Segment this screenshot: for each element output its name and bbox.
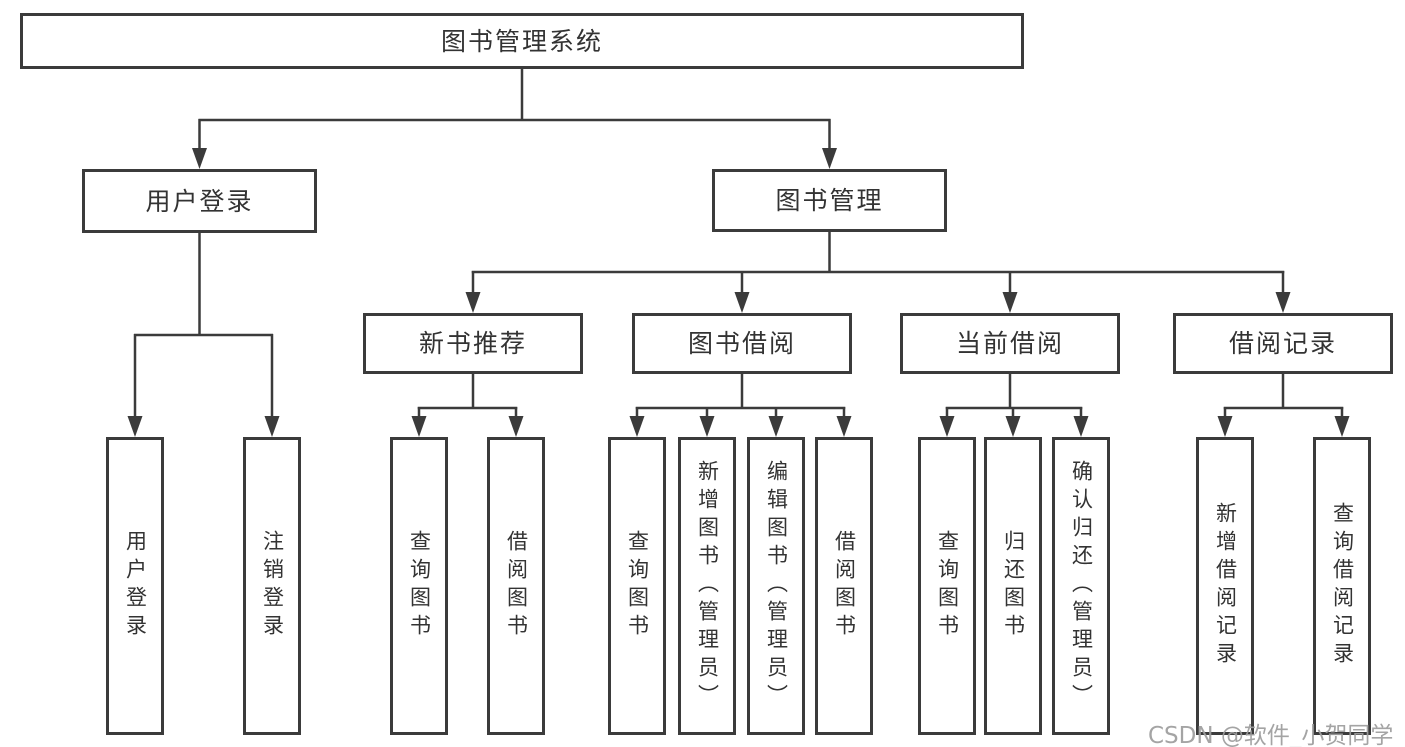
node-book-borrowing: 图书借阅 xyxy=(632,313,852,374)
node-new-book-recommendation: 新书推荐 xyxy=(363,313,583,374)
leaf-query-books: 查询图书 xyxy=(608,437,666,735)
node-borrowing-records: 借阅记录 xyxy=(1173,313,1393,374)
node-current-borrowing: 当前借阅 xyxy=(900,313,1120,374)
leaf-add-book-admin: 新增图书（管理员） xyxy=(678,437,736,735)
leaf-label: 确认归还（管理员） xyxy=(1069,460,1094,712)
node-label: 图书管理 xyxy=(775,186,884,215)
csdn-watermark: CSDN @软件_小贺同学 xyxy=(1148,723,1394,747)
connector-bookmgmt-to-level3 xyxy=(465,232,1291,313)
leaf-logout: 注销登录 xyxy=(243,437,301,735)
connector-root-to-level2 xyxy=(192,69,837,169)
node-label: 图书管理系统 xyxy=(440,26,603,56)
leaf-user-login: 用户登录 xyxy=(106,437,164,735)
connector-bookborrow-to-leaves xyxy=(629,374,852,437)
node-book-management: 图书管理 xyxy=(712,169,947,232)
leaf-query-books: 查询图书 xyxy=(918,437,976,735)
leaf-label: 查询借阅记录 xyxy=(1330,502,1355,670)
leaf-label: 注销登录 xyxy=(260,530,285,642)
leaf-label: 查询图书 xyxy=(625,530,650,642)
leaf-label: 用户登录 xyxy=(123,530,148,642)
node-library-management-system: 图书管理系统 xyxy=(20,13,1024,69)
leaf-label: 借阅图书 xyxy=(504,530,529,642)
leaf-label: 归还图书 xyxy=(1001,530,1026,642)
leaf-confirm-return-admin: 确认归还（管理员） xyxy=(1052,437,1110,735)
connector-records-to-leaves xyxy=(1217,374,1350,437)
leaf-label: 新增图书（管理员） xyxy=(695,460,720,712)
leaf-return-book: 归还图书 xyxy=(984,437,1042,735)
leaf-borrow-books: 借阅图书 xyxy=(815,437,873,735)
leaf-edit-book-admin: 编辑图书（管理员） xyxy=(747,437,805,735)
leaf-label: 查询图书 xyxy=(407,530,432,642)
node-user-login: 用户登录 xyxy=(82,169,317,233)
node-label: 借阅记录 xyxy=(1228,329,1337,358)
connector-currentborrow-to-leaves xyxy=(939,374,1089,437)
node-label: 当前借阅 xyxy=(955,329,1064,358)
leaf-label: 借阅图书 xyxy=(832,530,857,642)
leaf-label: 编辑图书（管理员） xyxy=(764,460,789,712)
leaf-query-borrow-record: 查询借阅记录 xyxy=(1313,437,1371,735)
connector-newbook-to-leaves xyxy=(411,374,524,437)
leaf-label: 查询图书 xyxy=(935,530,960,642)
leaf-borrow-books: 借阅图书 xyxy=(487,437,545,735)
node-label: 用户登录 xyxy=(145,186,254,216)
leaf-label: 新增借阅记录 xyxy=(1213,502,1238,670)
node-label: 新书推荐 xyxy=(418,329,527,358)
leaf-add-borrow-record: 新增借阅记录 xyxy=(1196,437,1254,735)
leaf-query-books: 查询图书 xyxy=(390,437,448,735)
connector-userlogin-to-leaves xyxy=(127,233,280,437)
node-label: 图书借阅 xyxy=(687,329,796,358)
